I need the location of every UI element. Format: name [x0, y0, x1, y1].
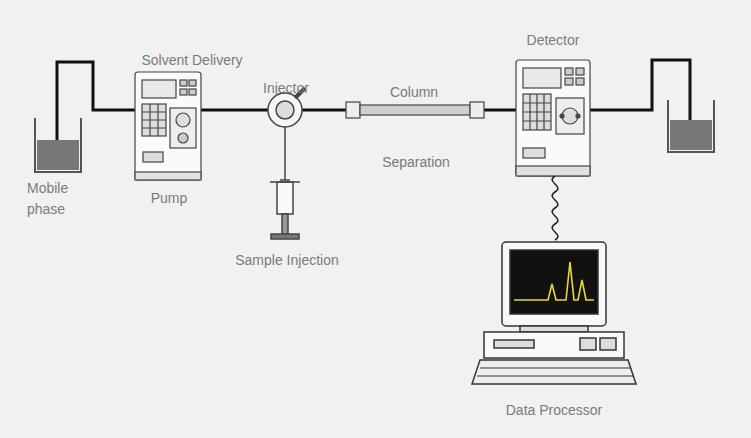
pump-unit — [135, 72, 201, 180]
signal-cable — [552, 176, 558, 240]
part-label: Separation — [382, 152, 450, 173]
part-label: Solvent Delivery — [141, 50, 242, 71]
part-label: Detector — [527, 30, 580, 51]
waste-reservoir — [668, 100, 714, 152]
syringe — [270, 127, 300, 239]
part-label: Injector — [263, 78, 309, 99]
column — [346, 102, 484, 118]
data-processor-computer — [472, 242, 636, 384]
part-label: Mobile phase — [27, 178, 79, 220]
mobile-phase-reservoir — [35, 118, 81, 172]
part-label: Data Processor — [506, 400, 602, 421]
part-label: Sample Injection — [235, 250, 339, 271]
part-label: Pump — [151, 188, 188, 209]
detector-unit — [516, 60, 590, 176]
part-label: Column — [390, 82, 438, 103]
